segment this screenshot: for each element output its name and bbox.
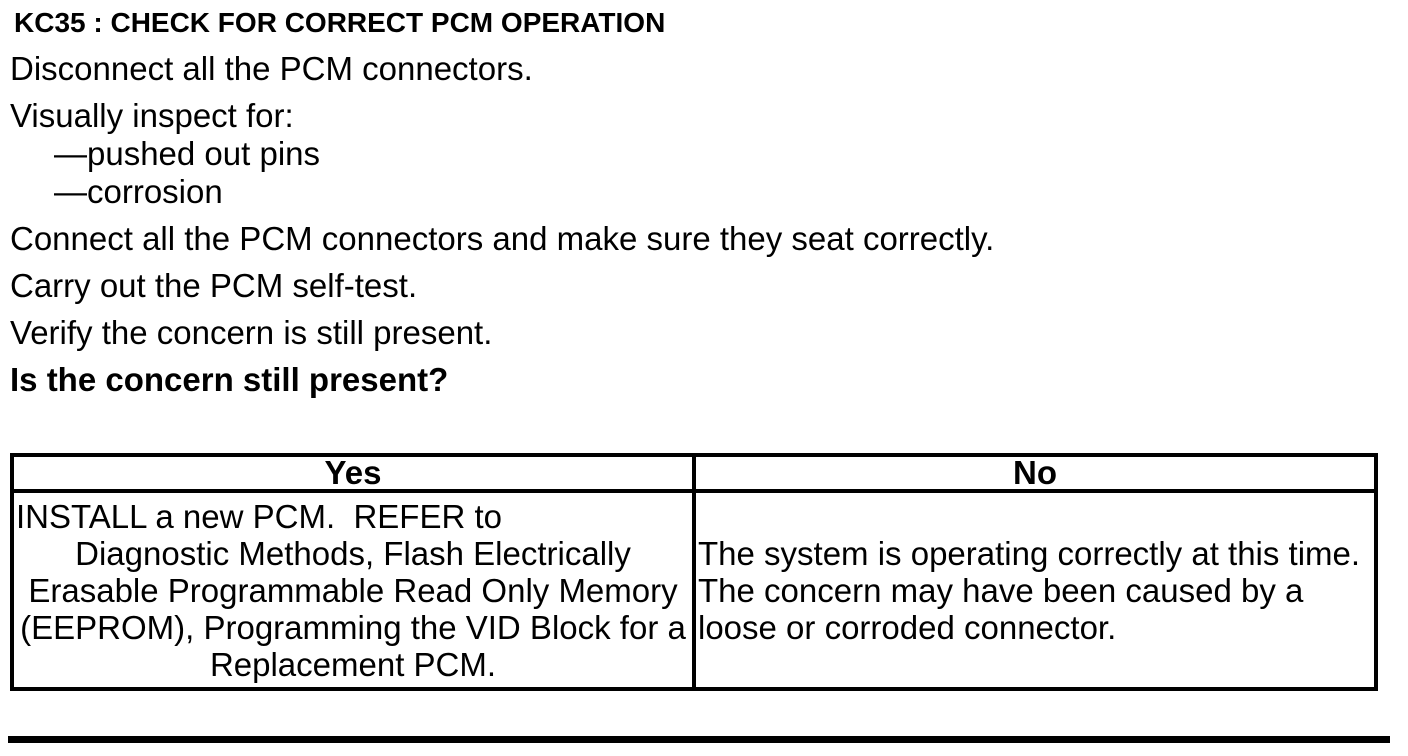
results-header-row: Yes No	[10, 453, 1378, 493]
yes-action-line-1: INSTALL a new PCM. REFER to	[16, 497, 502, 535]
yes-action-line-4: (EEPROM), Programming the VID Block for …	[20, 608, 686, 646]
no-action-line-3: loose or corroded connector.	[698, 608, 1117, 646]
step-disconnect-connectors: Disconnect all the PCM connectors.	[10, 50, 533, 87]
no-action-line-2: The concern may have been caused by a	[698, 571, 1304, 609]
page-divider-rule	[8, 736, 1390, 743]
yes-action-line-2: Diagnostic Methods, Flash Electrically	[75, 534, 631, 572]
inspect-item-pushed-out-pins: —pushed out pins	[54, 135, 321, 172]
inspect-item-corrosion: —corrosion	[54, 173, 223, 210]
step-carry-out-self-test: Carry out the PCM self-test.	[10, 267, 418, 304]
no-column-header: No	[692, 453, 1378, 493]
yes-action-line-3: Erasable Programmable Read Only Memory	[28, 571, 678, 609]
pinpoint-test-heading: KC35 : CHECK FOR CORRECT PCM OPERATION	[14, 7, 666, 38]
yes-action-cell: INSTALL a new PCM. REFER to Diagnostic M…	[10, 489, 696, 691]
yes-column-header: Yes	[10, 453, 696, 493]
no-action-line-1: The system is operating correctly at thi…	[698, 534, 1361, 572]
yes-no-results-table: Yes No INSTALL a new PCM. REFER to Diagn…	[10, 453, 1378, 691]
step-verify-concern: Verify the concern is still present.	[10, 314, 493, 351]
diagnostic-procedure-page: KC35 : CHECK FOR CORRECT PCM OPERATION D…	[8, 7, 1390, 743]
decision-question: Is the concern still present?	[10, 361, 449, 398]
yes-action-line-5: Replacement PCM.	[209, 645, 497, 683]
step-visually-inspect: Visually inspect for:	[10, 97, 294, 134]
no-action-cell: The system is operating correctly at thi…	[692, 489, 1378, 691]
results-action-row: INSTALL a new PCM. REFER to Diagnostic M…	[10, 489, 1378, 691]
step-connect-connectors: Connect all the PCM connectors and make …	[10, 220, 995, 257]
